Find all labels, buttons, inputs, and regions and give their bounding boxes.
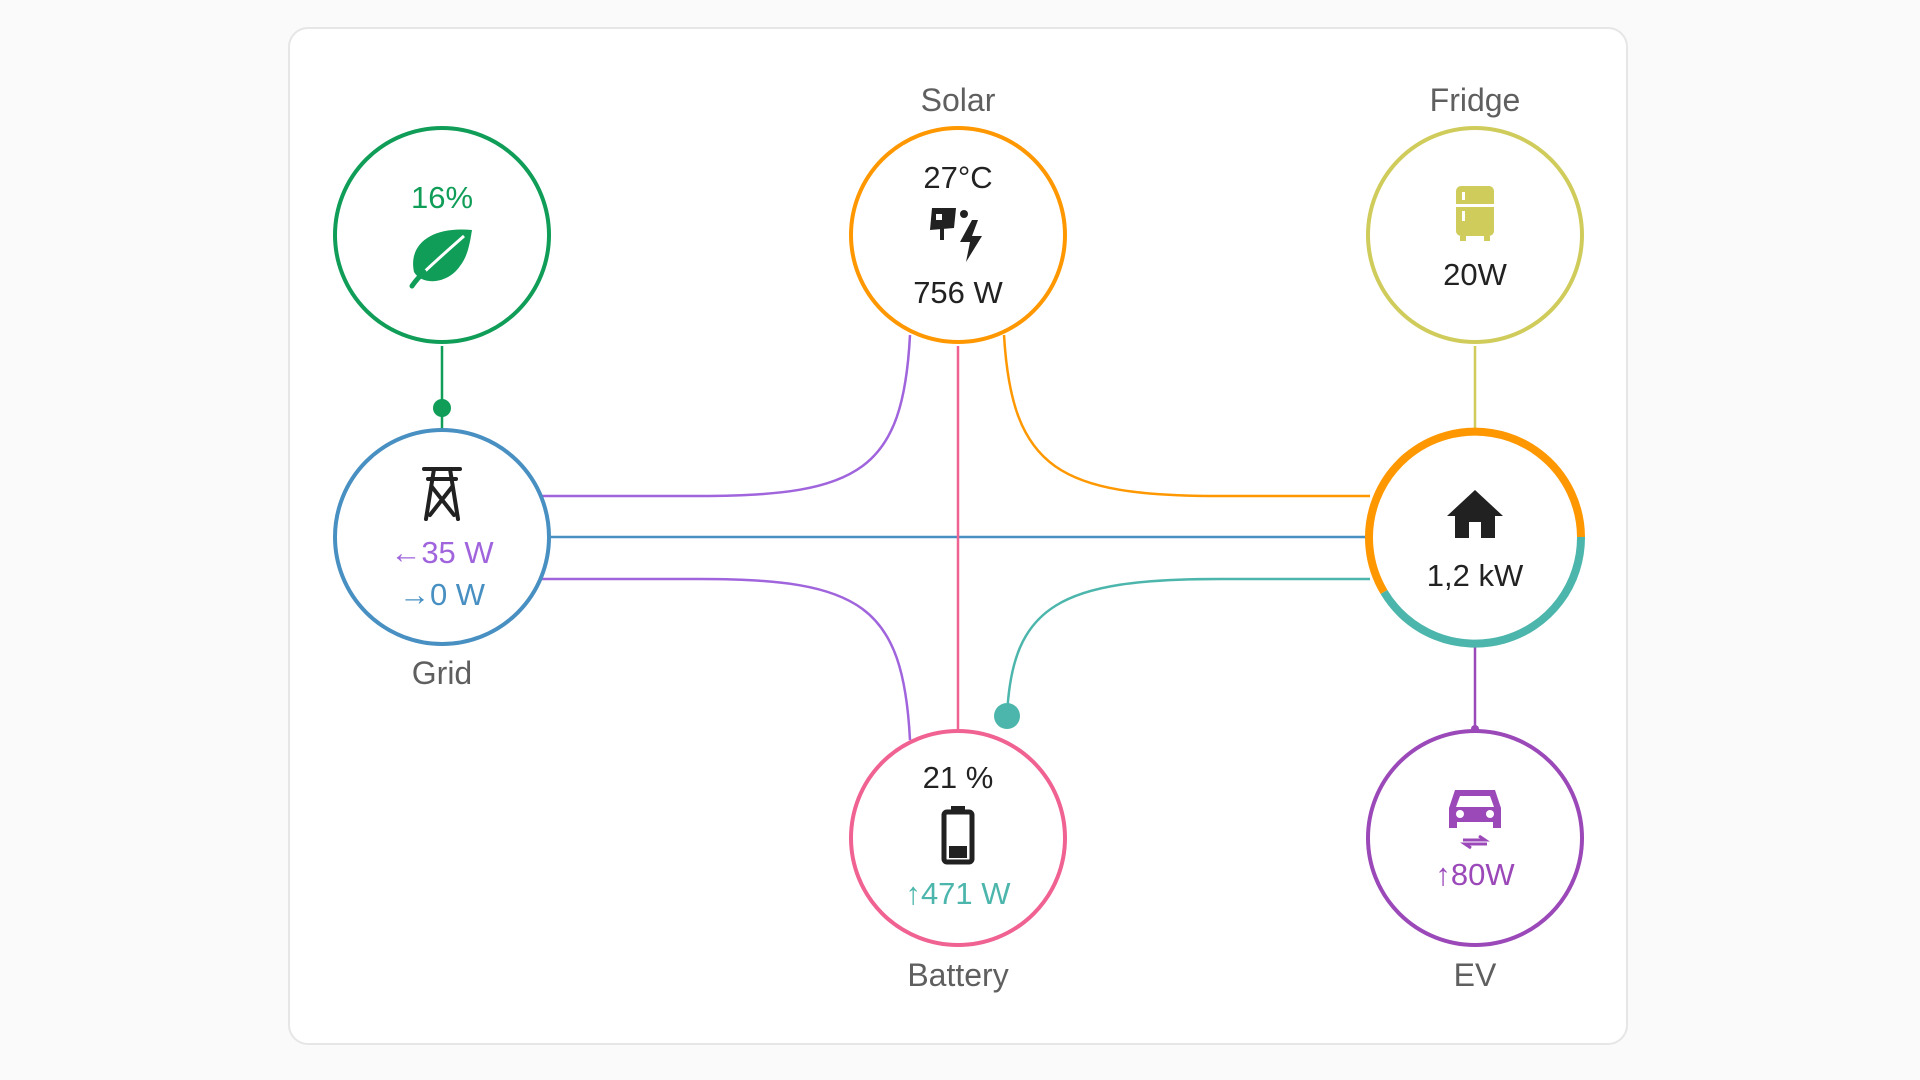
grid-import-arrow: ←	[390, 535, 422, 570]
ev-circle[interactable]	[1366, 729, 1584, 947]
ev-car-icon	[1449, 790, 1501, 850]
solar-temperature: 27°C	[923, 160, 993, 195]
grid-import-value: 35 W	[421, 535, 494, 570]
battery-flow-dot	[994, 703, 1020, 729]
battery-to-home-line	[1005, 577, 1370, 717]
solar-label: Solar	[920, 82, 996, 118]
grid-export: →0 W	[332, 577, 552, 613]
low-carbon-percent: 16%	[410, 180, 474, 215]
low-carbon-flow-dot	[433, 399, 451, 417]
grid-import: ←35 W	[332, 535, 552, 571]
battery-discharge: ↑471 W	[848, 876, 1068, 912]
home-ring-battery-segment	[1380, 536, 1586, 648]
fridge-power: 20W	[1443, 257, 1507, 292]
grid-to-battery-line	[541, 577, 912, 741]
grid-export-arrow: →	[398, 577, 430, 612]
home-power: 1,2 kW	[1426, 558, 1524, 593]
ev-label: EV	[1453, 957, 1497, 993]
battery-percent: 21 %	[922, 760, 994, 795]
battery-label: Battery	[907, 957, 1009, 993]
solar-circle[interactable]	[849, 126, 1067, 344]
grid-export-value: 0 W	[429, 577, 486, 612]
ev-arrow: ↑	[1435, 857, 1451, 892]
battery-value: 471 W	[920, 876, 1011, 911]
solar-power: 756 W	[913, 275, 1003, 310]
ev-value: 80W	[1450, 857, 1515, 892]
grid-circle[interactable]	[333, 428, 551, 646]
battery-arrow: ↑	[905, 876, 921, 911]
battery-circle[interactable]	[849, 729, 1067, 947]
grid-to-solar-line	[541, 334, 912, 498]
home-ring-solar-segment	[1365, 427, 1585, 595]
solar-to-home-line	[1002, 334, 1370, 498]
fridge-label: Fridge	[1429, 82, 1521, 118]
home-circle[interactable]	[1365, 427, 1586, 648]
leaf-icon	[409, 229, 472, 289]
solar-power-icon	[930, 208, 982, 262]
ev-power: ↑80W	[1365, 857, 1585, 893]
battery-icon	[941, 806, 975, 865]
transmission-tower-icon	[422, 467, 462, 521]
fridge-icon	[1456, 186, 1494, 241]
grid-label: Grid	[411, 655, 473, 691]
home-icon	[1447, 490, 1503, 538]
